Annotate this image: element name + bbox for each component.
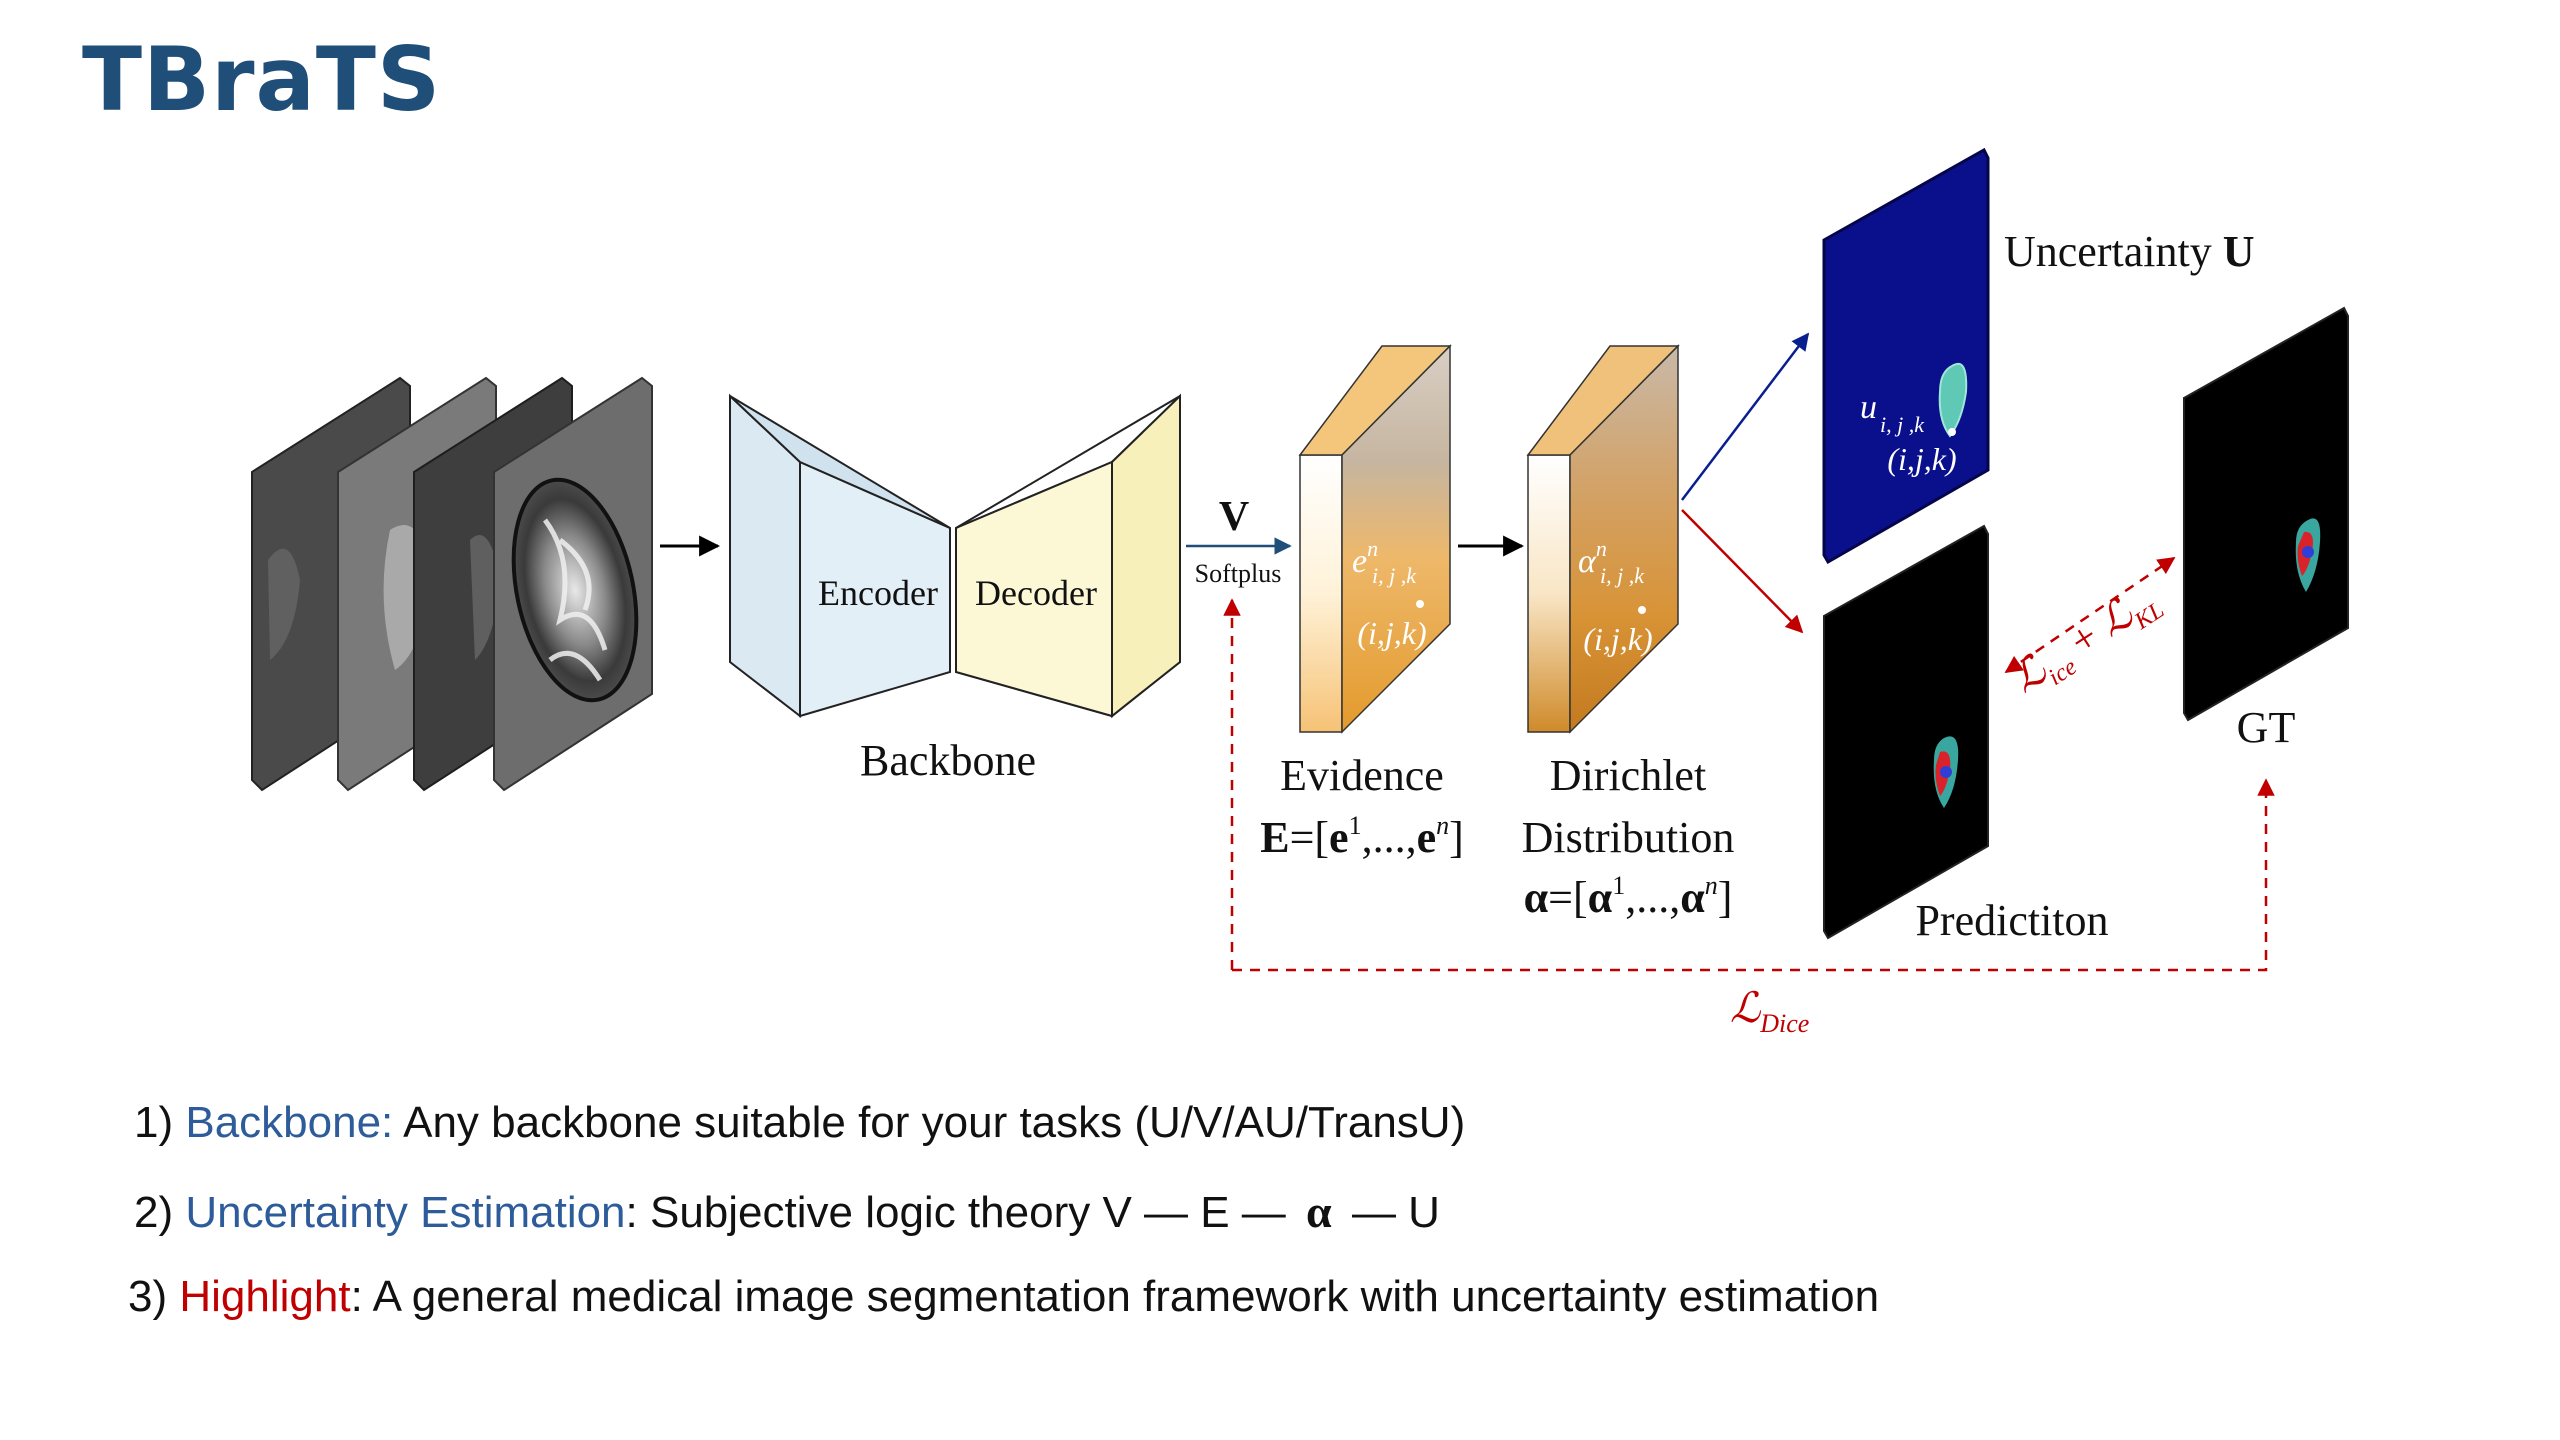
svg-text:en: en: [1352, 536, 1378, 580]
dice-loss-label: ℒDice: [1730, 986, 1809, 1038]
svg-text:αn: αn: [1578, 536, 1607, 580]
alpha-symbol: α: [1306, 1186, 1332, 1237]
uncertainty-coord: (i,j,k): [1887, 441, 1956, 477]
uncertainty-point: [1948, 428, 1956, 436]
evidence-coord: (i,j,k): [1357, 615, 1426, 651]
bullet-backbone: 1) Backbone: Any backbone suitable for y…: [134, 1098, 1466, 1147]
evidence-block: en i, j ,k (i,j,k): [1298, 344, 1452, 734]
evidence-sup: n: [1367, 536, 1378, 561]
evidence-sub: i, j ,k: [1372, 563, 1417, 588]
evidence-point: [1416, 600, 1424, 608]
softplus-label: Softplus: [1195, 559, 1282, 588]
dirichlet-label-1: Dirichlet: [1550, 751, 1706, 800]
to-uncertainty-arrow: [1681, 332, 1810, 501]
to-prediction-arrow: [1681, 509, 1804, 634]
gt-label: GT: [2237, 703, 2296, 752]
bullet-uncertainty: 2) Uncertainty Estimation: Subjective lo…: [134, 1186, 1440, 1237]
svg-text:u: u: [1860, 389, 1877, 426]
dirichlet-formula: α=[α1,...,αn]: [1524, 871, 1733, 922]
dirichlet-point: [1638, 606, 1646, 614]
uncertainty-sub: i, j ,k: [1880, 412, 1925, 437]
prediction-map: [1823, 524, 1989, 940]
evidence-formula: E=[e1,...,en]: [1260, 811, 1464, 862]
backbone-label: Backbone: [860, 736, 1036, 785]
uncertainty-label: Uncertainty U: [2004, 227, 2254, 276]
v-label: V: [1219, 494, 1249, 540]
backbone-block: Encoder Decoder Backbone: [729, 393, 1181, 785]
dirichlet-label-2: Distribution: [1522, 813, 1735, 862]
dirichlet-sub: i, j ,k: [1600, 563, 1645, 588]
decoder-label: Decoder: [975, 573, 1097, 613]
bullet-key: Backbone:: [185, 1098, 394, 1147]
ice-kl-loss-arrow: [2004, 556, 2176, 674]
encoder-label: Encoder: [818, 573, 938, 613]
ice-kl-loss-label: ℒice + ℒKL: [2004, 575, 2169, 707]
bullet-highlight: 3) Highlight: A general medical image se…: [128, 1272, 1880, 1321]
dirichlet-block: αn i, j ,k (i,j,k): [1526, 344, 1680, 734]
dirichlet-symbol: α: [1578, 543, 1597, 580]
page-title: TBraTS: [82, 28, 442, 131]
uncertainty-symbol: u: [1860, 389, 1877, 426]
uncertainty-map: u i, j ,k (i,j,k): [1822, 147, 1990, 565]
bullet-list: 1) Backbone: Any backbone suitable for y…: [128, 1098, 1879, 1359]
mri-slice-stack: [251, 376, 653, 792]
gt-map: [2183, 306, 2349, 722]
evidence-symbol: e: [1352, 543, 1367, 580]
dirichlet-sup: n: [1596, 536, 1607, 561]
prediction-label: Predictiton: [1915, 896, 2108, 945]
bullet-key: Uncertainty Estimation: [185, 1188, 626, 1237]
dirichlet-coord: (i,j,k): [1583, 621, 1652, 657]
dice-loss-path: [1232, 778, 2275, 972]
evidence-label: Evidence: [1280, 751, 1444, 800]
architecture-diagram: Encoder Decoder Backbone V Softplus en i…: [251, 147, 2349, 1038]
bullet-key: Highlight: [179, 1272, 351, 1321]
